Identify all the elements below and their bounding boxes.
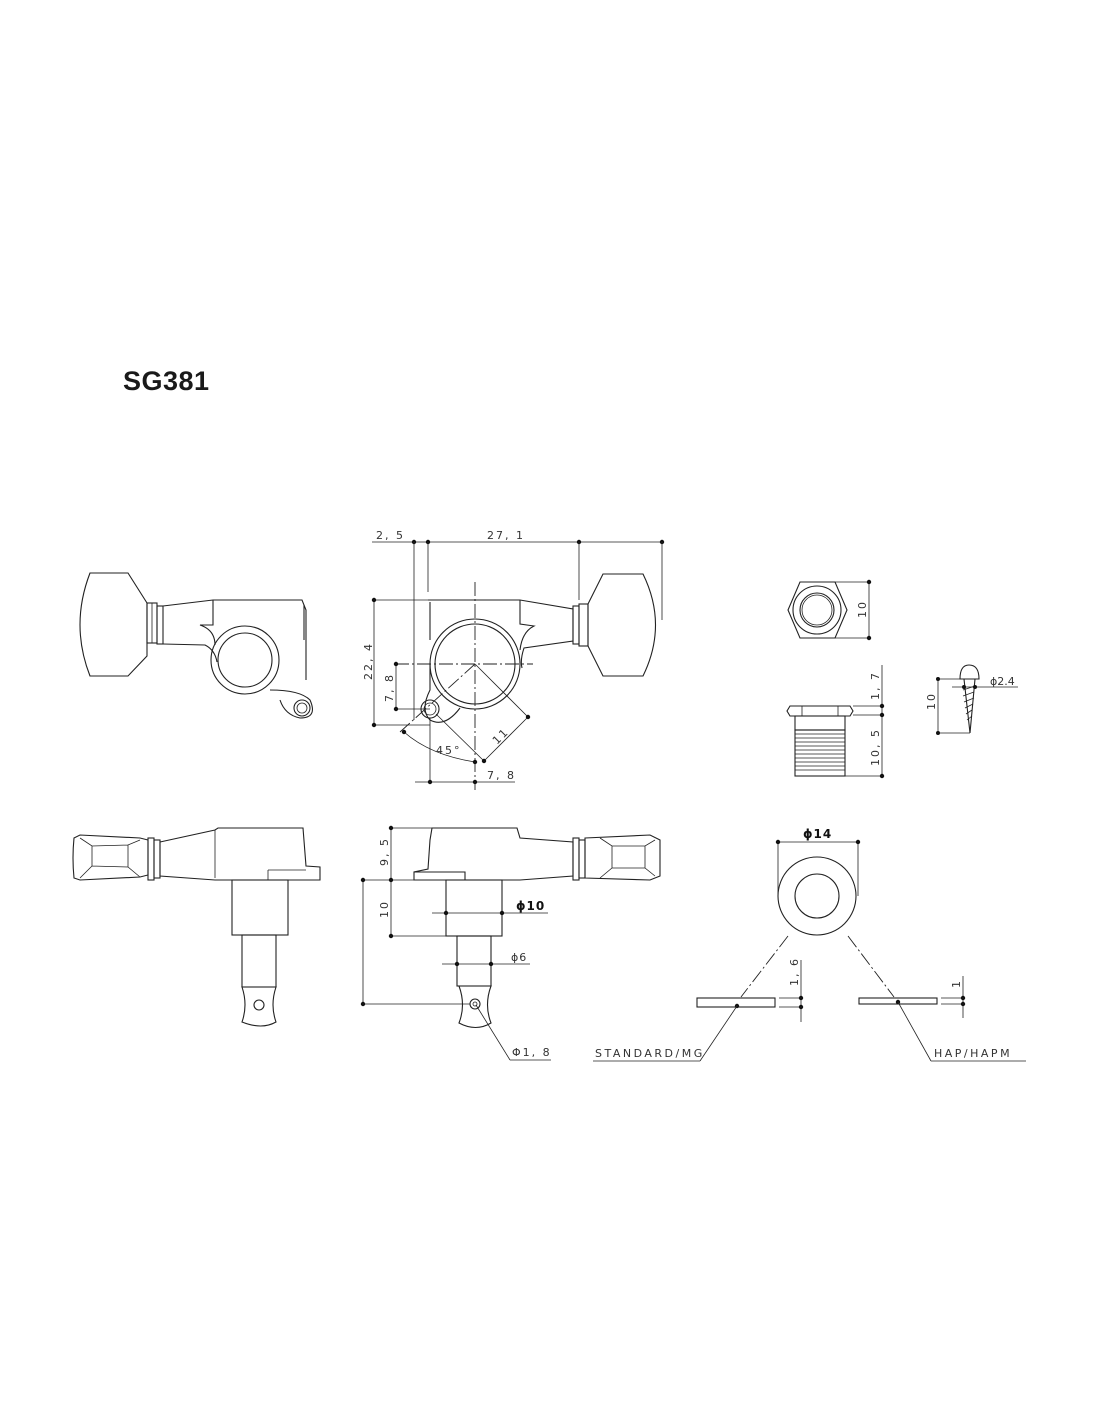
dim-hex-width: 10 [856,600,869,618]
dim-height: 22, 4 [362,642,375,680]
dim-post-base-height: 10 [378,900,391,918]
dim-post-diameter: ϕ6 [511,951,527,964]
dim-offset-left: 2, 5 [376,529,405,542]
label-hap-hapm: HAP/HAPM [934,1047,1012,1060]
screw-view: 10 ϕ2.4 [925,664,1018,735]
tuner-front-dimensioned-view: 2, 5 27, 1 22, 4 7, 8 7, 8 45° 11 [362,529,665,790]
dim-radius: 11 [490,725,512,747]
dim-screw-length: 10 [925,692,938,710]
dim-flange: 1, 7 [869,671,882,700]
tuner-side-dimensioned-view: 9, 5 10 ϕ10 ϕ6 Φ1, 8 [360,825,661,1061]
bushing-side-view: 1, 7 10, 5 [786,665,885,779]
dim-angle: 45° [436,744,462,757]
model-title: SG381 [123,366,210,396]
label-standard-mg: STANDARD/MG [595,1047,705,1060]
bushing-top-view: 10 [787,579,872,641]
dim-hole-offset-v: 7, 8 [383,673,396,702]
tuner-front-view [79,572,313,719]
dim-hap-thickness: 1 [950,979,963,988]
dim-hole-offset-h: 7, 8 [487,769,516,782]
dim-thread-length: 10, 5 [869,728,882,766]
dim-washer-diameter: ϕ14 [803,827,832,841]
dim-screw-diameter: ϕ2.4 [990,675,1015,688]
dim-standard-thickness: 1, 6 [788,957,801,986]
dim-overall-width: 27, 1 [487,529,525,542]
washer-view: ϕ14 1, 6 STANDARD/MG 1 HAP/HAPM [593,827,1026,1062]
dim-hole-diameter: Φ1, 8 [512,1046,552,1059]
tuner-side-view [72,827,321,1027]
dim-post-base-diameter: ϕ10 [516,899,545,913]
dim-housing-height: 9, 5 [378,837,391,866]
